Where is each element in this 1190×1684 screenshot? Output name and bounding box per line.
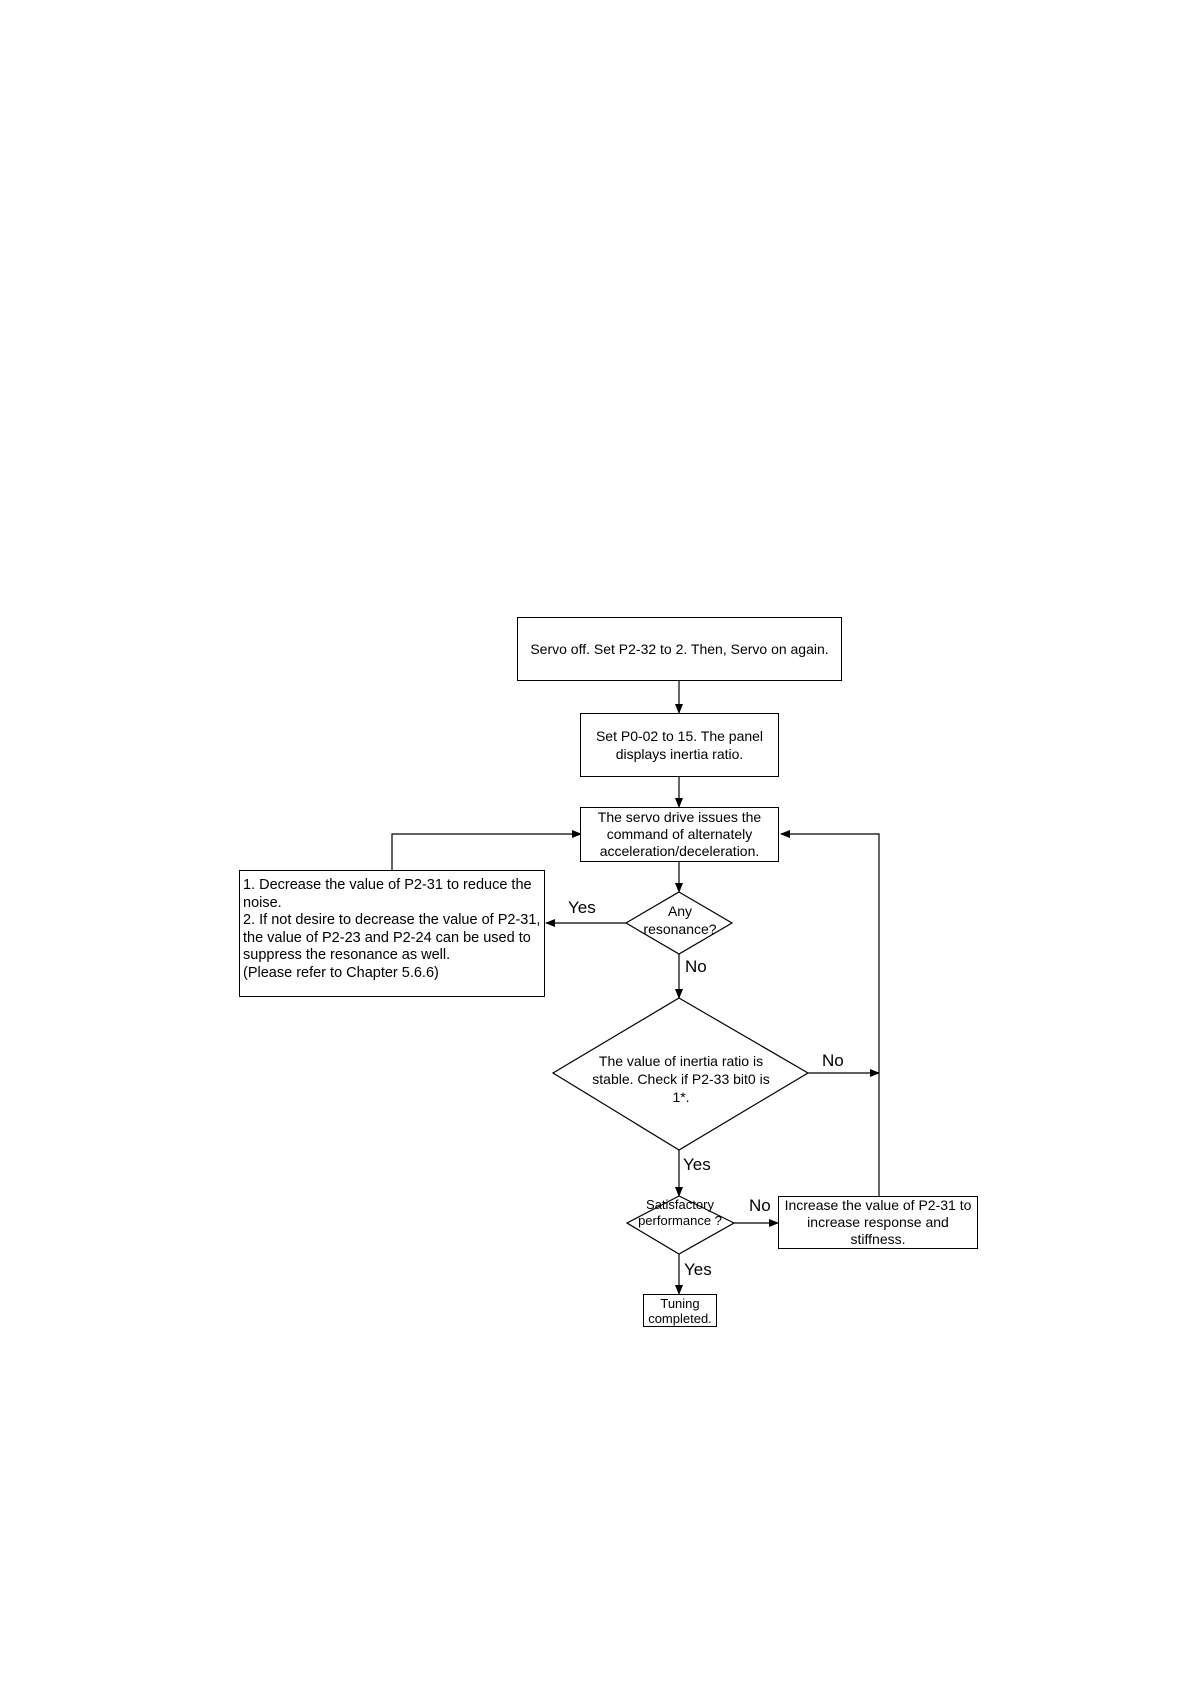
arrow-feedback-to-issue-cmd — [780, 830, 880, 1196]
step-servo-off-text: Servo off. Set P2-32 to 2. Then, Servo o… — [530, 641, 829, 657]
step-increase-p2-31-text: Increase the value of P2-31 to increase … — [784, 1197, 972, 1247]
step-decrease-line-1: 1. Decrease the value of P2-31 to reduce… — [243, 877, 532, 911]
label-performance-no: No — [749, 1196, 771, 1215]
decision-resonance-text: Any resonance? — [643, 903, 717, 937]
label-stable-yes: Yes — [683, 1155, 711, 1174]
label-resonance-no: No — [685, 957, 707, 976]
label-stable-no: No — [822, 1051, 844, 1070]
decision-performance-shape — [625, 1195, 736, 1255]
step-set-p0-text: Set P0-02 to 15. The panel displays iner… — [595, 728, 764, 762]
step-tuning-completed: Tuning completed. — [643, 1294, 717, 1327]
step-servo-off: Servo off. Set P2-32 to 2. Then, Servo o… — [517, 617, 842, 681]
label-performance-yes: Yes — [684, 1260, 712, 1279]
label-resonance-yes: Yes — [568, 898, 596, 917]
step-increase-p2-31: Increase the value of P2-31 to increase … — [778, 1196, 978, 1249]
step-decrease-line-2: 2. If not desire to decrease the value o… — [243, 912, 541, 963]
step-decrease-line-3: (Please refer to Chapter 5.6.6) — [243, 964, 439, 981]
decision-resonance-shape — [624, 891, 734, 955]
step-tuning-completed-text: Tuning completed. — [648, 1295, 712, 1326]
step-issue-command: The servo drive issues the command of al… — [580, 807, 779, 862]
arrow-decrease-to-issue-cmd — [391, 830, 582, 870]
step-issue-command-text: The servo drive issues the command of al… — [597, 809, 762, 859]
decision-stable-shape — [551, 997, 810, 1151]
decision-performance-text: Satisfactory performance ? — [638, 1197, 722, 1228]
decision-stable-text: The value of inertia ratio is stable. Ch… — [592, 1053, 770, 1105]
step-decrease-p2-31: 1. Decrease the value of P2-31 to reduce… — [239, 870, 545, 997]
step-set-p0: Set P0-02 to 15. The panel displays iner… — [580, 713, 779, 777]
